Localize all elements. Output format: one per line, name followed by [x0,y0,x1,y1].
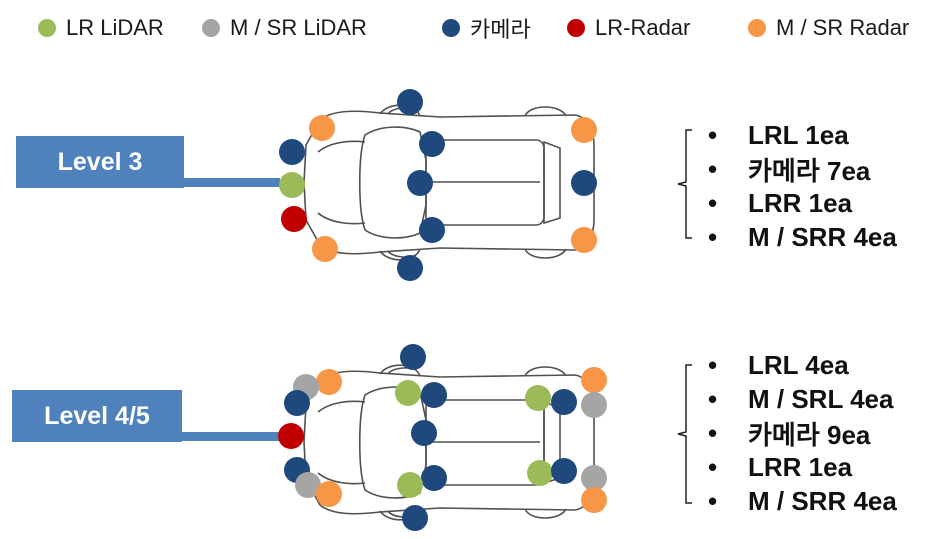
lr-radar-sensor [281,206,307,232]
camera-sensor [421,382,447,408]
spec-text: M / SRR 4ea [748,485,897,516]
lr-radar-sensor [278,423,304,449]
spec-text: LRR 1ea [748,451,853,482]
msr-radar-sensor [312,236,338,262]
msr-radar-sensor [571,117,597,143]
lr-lidar-sensor [395,380,421,406]
camera-sensor [279,139,305,165]
level3-spec-list: •LRL 1ea •카메라 7ea •LRR 1ea •M / SRR 4ea [700,118,897,254]
legend-label: 카메라 [470,17,531,42]
spec-text: LRL 4ea [748,349,849,380]
legend-label: LR LiDAR [66,15,164,40]
level3-title: Level 3 [57,147,143,176]
spec-text: 카메라 9ea [748,419,871,450]
msr-lidar-sensor [581,392,607,418]
car-outline [303,104,595,261]
msr-radar-sensor [316,481,342,507]
lr-radar-dot-icon [567,19,585,37]
legend-item-camera: 카메라 [442,10,531,46]
spec-item: •LRL 1ea [708,119,849,150]
lr-lidar-sensor [525,385,551,411]
lr-lidar-sensor [279,172,305,198]
legend-item-msr-radar: M / SR Radar [748,10,909,46]
msr-lidar-dot-icon [202,19,220,37]
camera-sensor [400,344,426,370]
level3-brace [677,129,692,239]
spec-item: •LRL 4ea [708,349,849,380]
camera-sensor [551,389,577,415]
level45-car-diagram [278,344,607,531]
legend-label: LR-Radar [595,15,691,40]
msr-radar-sensor [316,369,342,395]
lr-lidar-sensor [527,460,553,486]
msr-lidar-sensor [581,465,607,491]
legend-item-lr-lidar: LR LiDAR [38,10,164,46]
level3-connector [180,178,280,187]
spec-item: •M / SRL 4ea [708,383,894,414]
spec-item: •LRR 1ea [708,451,853,482]
camera-dot-icon [442,19,460,37]
camera-sensor [397,255,423,281]
camera-sensor [284,390,310,416]
spec-item: •LRR 1ea [708,187,853,218]
msr-lidar-sensor [295,472,321,498]
level45-connector [180,432,280,441]
level3-car-diagram [279,89,597,281]
camera-sensor [407,170,433,196]
msr-radar-sensor [571,227,597,253]
spec-item: •M / SRR 4ea [708,485,897,516]
legend-item-lr-radar: LR-Radar [567,10,690,46]
camera-sensor [419,217,445,243]
spec-text: LRL 1ea [748,119,849,150]
msr-radar-sensor [581,367,607,393]
legend-item-msr-lidar: M / SR LiDAR [202,10,367,46]
legend-label: M / SR Radar [776,15,910,40]
spec-text: M / SRL 4ea [748,383,894,414]
level3-label-box: Level 3 [16,136,184,188]
spec-text: LRR 1ea [748,187,853,218]
sensor-legend: LR LiDAR M / SR LiDAR 카메라 LR-Radar M / S… [0,10,947,46]
level45-spec-list: •LRL 4ea •M / SRL 4ea •카메라 9ea •LRR 1ea … [700,348,897,518]
msr-radar-sensor [309,115,335,141]
spec-text: M / SRR 4ea [748,221,897,252]
level45-title: Level 4/5 [44,401,150,430]
spec-item: •카메라 9ea [700,416,897,450]
camera-sensor [402,505,428,531]
level45-label-box: Level 4/5 [12,390,182,442]
msr-radar-sensor [581,487,607,513]
spec-item: •M / SRR 4ea [708,221,897,252]
camera-sensor [397,89,423,115]
lr-lidar-sensor [397,472,423,498]
spec-item: •카메라 7ea [700,152,897,186]
camera-sensor [551,458,577,484]
msr-radar-dot-icon [748,19,766,37]
car-outline [303,364,595,521]
camera-sensor [421,465,447,491]
camera-sensor [419,131,445,157]
camera-sensor [571,170,597,196]
lr-lidar-dot-icon [38,19,56,37]
legend-label: M / SR LiDAR [230,15,367,40]
camera-sensor [411,420,437,446]
spec-text: 카메라 7ea [748,155,871,186]
level45-brace [677,364,692,504]
